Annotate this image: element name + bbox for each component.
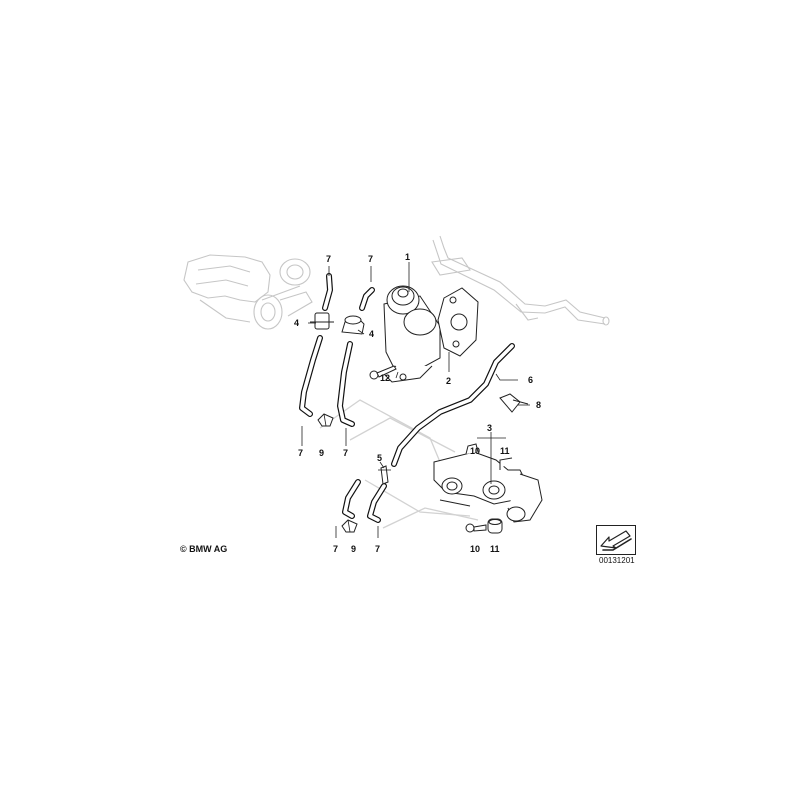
callout-11: 11 [500,446,510,456]
callout-7: 7 [368,254,373,264]
valve-part-1 [383,285,441,383]
callout-6: 6 [528,375,533,385]
clip-part-9-upper [317,413,334,427]
callout-7: 7 [333,544,338,554]
clip-part-9-lower [341,519,358,533]
callout-2: 2 [446,376,451,386]
clamp-part-8 [499,393,529,413]
callout-11: 11 [490,544,500,554]
gasket-part-2 [437,287,479,357]
callout-12: 12 [380,373,390,383]
callout-5: 5 [377,453,382,463]
callout-10: 10 [470,446,480,456]
hose-set [299,273,515,523]
catalog-marker-box [596,525,636,555]
manifold-ghost [183,254,313,330]
copyright-notice: © BMW AG [180,544,228,554]
callout-7: 7 [326,254,331,264]
callout-4: 4 [294,318,299,328]
screw-part-10 [465,523,487,533]
pipe-ghost [431,235,610,326]
catalog-number: 00131201 [599,556,635,565]
bolt-part-12 [369,365,397,380]
callout-7: 7 [298,448,303,458]
callout-10: 10 [470,544,480,554]
callout-3: 3 [487,423,492,433]
connector-part-4-left [310,312,334,330]
rubber-mount-part-11 [487,518,503,534]
damper-part-4-right [341,315,365,335]
callout-4: 4 [369,329,374,339]
arrow-down-left-icon [600,530,632,551]
callout-7: 7 [375,544,380,554]
callout-9: 9 [319,448,324,458]
callout-7: 7 [343,448,348,458]
callout-1: 1 [405,252,410,262]
solenoid-assembly-part-3 [433,443,543,523]
leader-lines [301,262,530,538]
callout-9: 9 [351,544,356,554]
callout-labels: 1 7 7 4 4 12 2 6 8 3 10 11 7 9 7 5 7 9 7… [294,252,541,554]
callout-8: 8 [536,400,541,410]
fitting-part-5 [378,465,391,485]
